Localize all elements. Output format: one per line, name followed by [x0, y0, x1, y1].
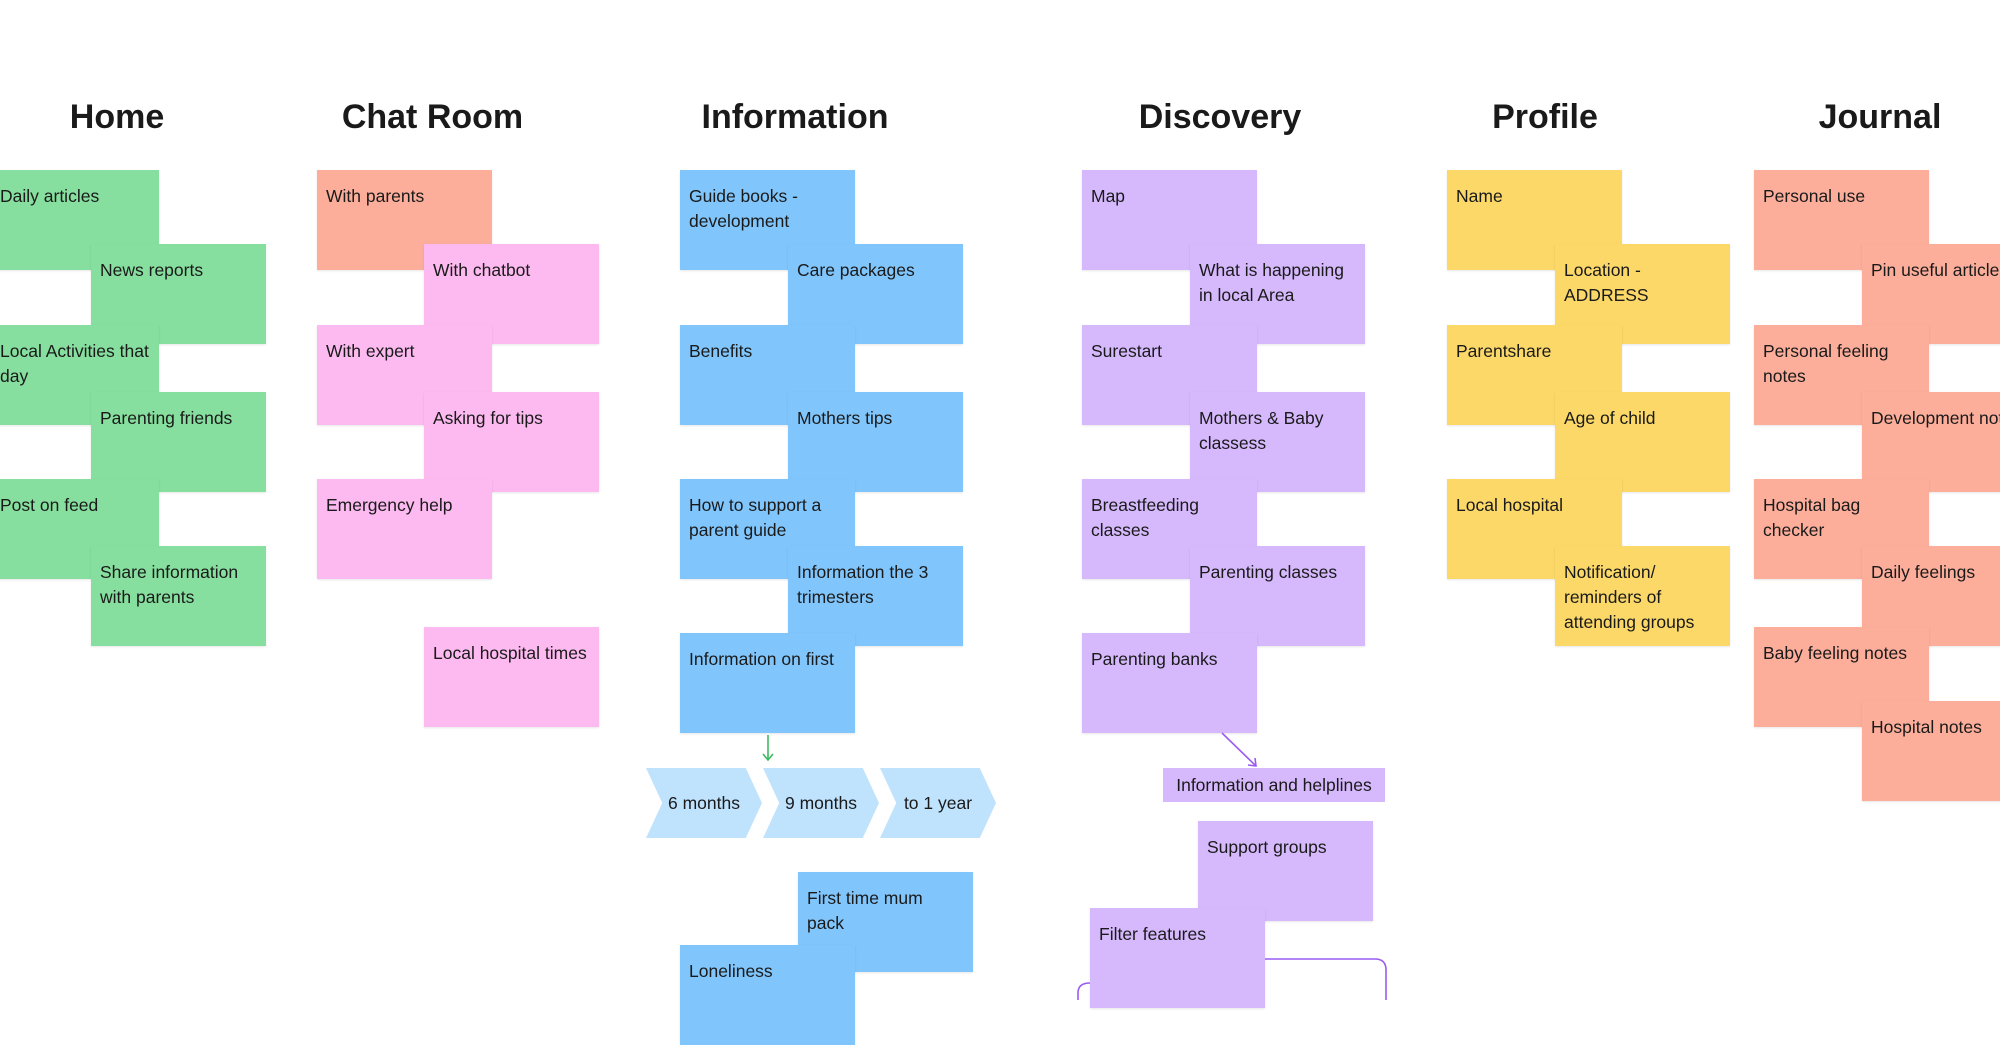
information-down-arrow [762, 735, 774, 762]
column-title-information: Information [701, 98, 889, 136]
timeline-step: 9 months [763, 768, 879, 838]
sticky-note[interactable]: Mothers & Baby classess [1190, 392, 1365, 492]
column-title-chat-room: Chat Room [341, 98, 524, 136]
sticky-note[interactable]: Share information with parents [91, 546, 266, 646]
sticky-note[interactable]: Information the 3 trimesters [788, 546, 963, 646]
information-helplines-tag[interactable]: Information and helplines [1163, 768, 1385, 802]
sticky-note[interactable]: Mothers tips [788, 392, 963, 492]
sticky-note[interactable]: Filter features [1090, 908, 1265, 1008]
column-title-journal: Journal [1818, 98, 1942, 136]
timeline-step-label: 9 months [785, 792, 857, 813]
column-title-profile: Profile [1492, 98, 1598, 136]
connector-layer [762, 732, 1387, 1000]
sticky-note[interactable]: Breastfeeding classes [1082, 479, 1257, 579]
sticky-note[interactable]: Hospital notes [1862, 701, 2000, 801]
sticky-note[interactable]: Parenting classes [1190, 546, 1365, 646]
column-title-discovery: Discovery [1138, 98, 1302, 136]
sticky-note[interactable]: Development notes [1862, 392, 2000, 492]
sticky-note[interactable]: What is happening in local Area [1190, 244, 1365, 344]
sticky-note[interactable]: With expert [317, 325, 492, 425]
sticky-note[interactable]: Emergency help [317, 479, 492, 579]
column-title-home: Home [69, 98, 165, 136]
timeline-step: to 1 year [880, 768, 996, 838]
filter-bracket-line-left [1077, 982, 1091, 1000]
sticky-note[interactable]: Information on first [680, 633, 855, 733]
sticky-note[interactable]: Map [1082, 170, 1257, 270]
sticky-note[interactable]: Support groups [1198, 821, 1373, 921]
timeline-step-label: to 1 year [903, 792, 973, 813]
sticky-note[interactable]: Asking for tips [424, 392, 599, 492]
sticky-note[interactable]: Notification/ reminders of attending gro… [1555, 546, 1730, 646]
sticky-note[interactable]: Parenting banks [1082, 633, 1257, 733]
sticky-note[interactable]: Parenting friends [91, 392, 266, 492]
sticky-note[interactable]: Age of child [1555, 392, 1730, 492]
timeline-step-label: 6 months [668, 792, 740, 813]
sticky-note[interactable]: Guide books - development [680, 170, 855, 270]
discovery-connector-arrow [1221, 732, 1257, 767]
sticky-note[interactable]: Local hospital times [424, 627, 599, 727]
filter-bracket-line [1265, 958, 1387, 1000]
timeline-step: 6 months [646, 768, 762, 838]
